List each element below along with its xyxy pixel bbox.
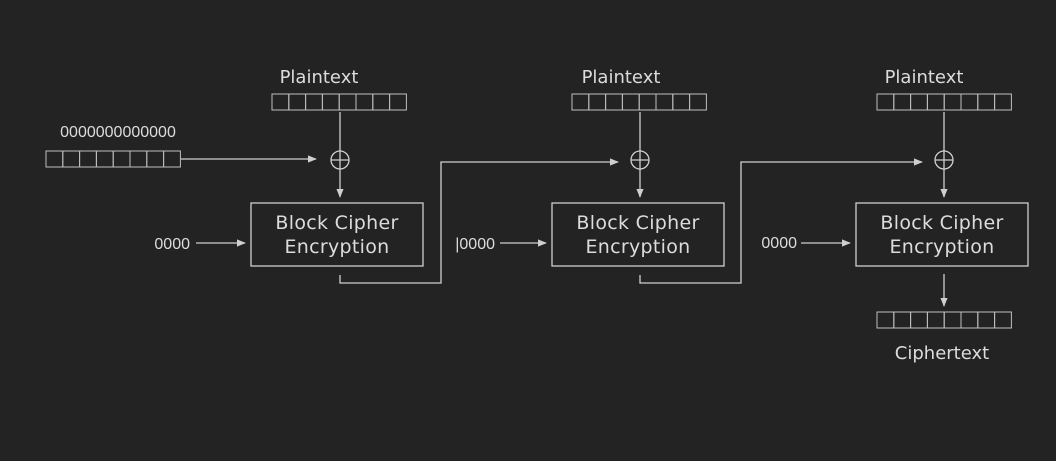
key-label-3: 0000 bbox=[761, 235, 797, 252]
plaintext-label-1: Plaintext bbox=[280, 67, 359, 88]
register-cell bbox=[621, 93, 640, 111]
register-cell bbox=[977, 93, 996, 111]
register-cell bbox=[960, 311, 979, 329]
register-cell bbox=[994, 311, 1012, 329]
iv-label: 0000000000000 bbox=[60, 124, 176, 141]
register-cell bbox=[910, 93, 928, 111]
plaintext-label-2: Plaintext bbox=[582, 67, 661, 88]
register-cell bbox=[355, 93, 374, 111]
register-cell bbox=[876, 311, 895, 329]
plaintext-register-1 bbox=[271, 93, 407, 111]
xor-icon-2 bbox=[630, 150, 650, 170]
register-cell bbox=[960, 93, 979, 111]
register-cell bbox=[893, 311, 912, 329]
block-cipher-line2-1: Encryption bbox=[284, 236, 389, 258]
key-label-1: 0000 bbox=[154, 236, 190, 253]
register-cell bbox=[271, 93, 290, 111]
register-cell bbox=[926, 311, 945, 329]
chain-arrow-2 bbox=[639, 158, 923, 284]
register-cell bbox=[288, 93, 307, 111]
register-cell bbox=[571, 93, 590, 111]
block-cipher-line1-2: Block Cipher bbox=[576, 212, 699, 234]
block-cipher-box-2 bbox=[551, 202, 725, 267]
ciphertext-label: Ciphertext bbox=[895, 343, 989, 364]
xor-icon-3 bbox=[934, 150, 954, 170]
block-cipher-line2-3: Encryption bbox=[889, 236, 994, 258]
register-cell bbox=[305, 93, 323, 111]
register-cell bbox=[994, 93, 1012, 111]
register-cell bbox=[146, 150, 165, 168]
block-cipher-line2-2: Encryption bbox=[585, 236, 690, 258]
register-cell bbox=[321, 93, 340, 111]
plaintext-register-2 bbox=[571, 93, 707, 111]
register-cell bbox=[943, 93, 962, 111]
iv-register bbox=[45, 150, 181, 168]
ciphertext-register bbox=[876, 311, 1012, 329]
chain-arrow-1 bbox=[339, 158, 619, 284]
register-cell bbox=[338, 93, 357, 111]
register-cell bbox=[893, 93, 912, 111]
register-cell bbox=[689, 93, 707, 111]
register-cell bbox=[910, 311, 928, 329]
register-cell bbox=[129, 150, 148, 168]
register-cell bbox=[943, 311, 962, 329]
plaintext-register-3 bbox=[876, 93, 1012, 111]
register-cell bbox=[372, 93, 391, 111]
block-cipher-line1-1: Block Cipher bbox=[275, 212, 398, 234]
plaintext-label-3: Plaintext bbox=[885, 67, 964, 88]
register-cell bbox=[638, 93, 657, 111]
register-cell bbox=[876, 93, 895, 111]
register-cell bbox=[62, 150, 81, 168]
register-cell bbox=[655, 93, 674, 111]
register-cell bbox=[45, 150, 64, 168]
register-cell bbox=[95, 150, 114, 168]
register-cell bbox=[605, 93, 623, 111]
block-cipher-box-1 bbox=[250, 202, 424, 267]
block-cipher-line1-3: Block Cipher bbox=[880, 212, 1003, 234]
block-cipher-box-3 bbox=[855, 202, 1029, 267]
register-cell bbox=[672, 93, 691, 111]
register-cell bbox=[79, 150, 97, 168]
register-cell bbox=[926, 93, 945, 111]
xor-icon-1 bbox=[330, 150, 350, 170]
register-cell bbox=[389, 93, 407, 111]
register-cell bbox=[977, 311, 996, 329]
register-cell bbox=[163, 150, 181, 168]
key-label-2: |0000 bbox=[455, 236, 495, 253]
register-cell bbox=[112, 150, 131, 168]
register-cell bbox=[588, 93, 607, 111]
